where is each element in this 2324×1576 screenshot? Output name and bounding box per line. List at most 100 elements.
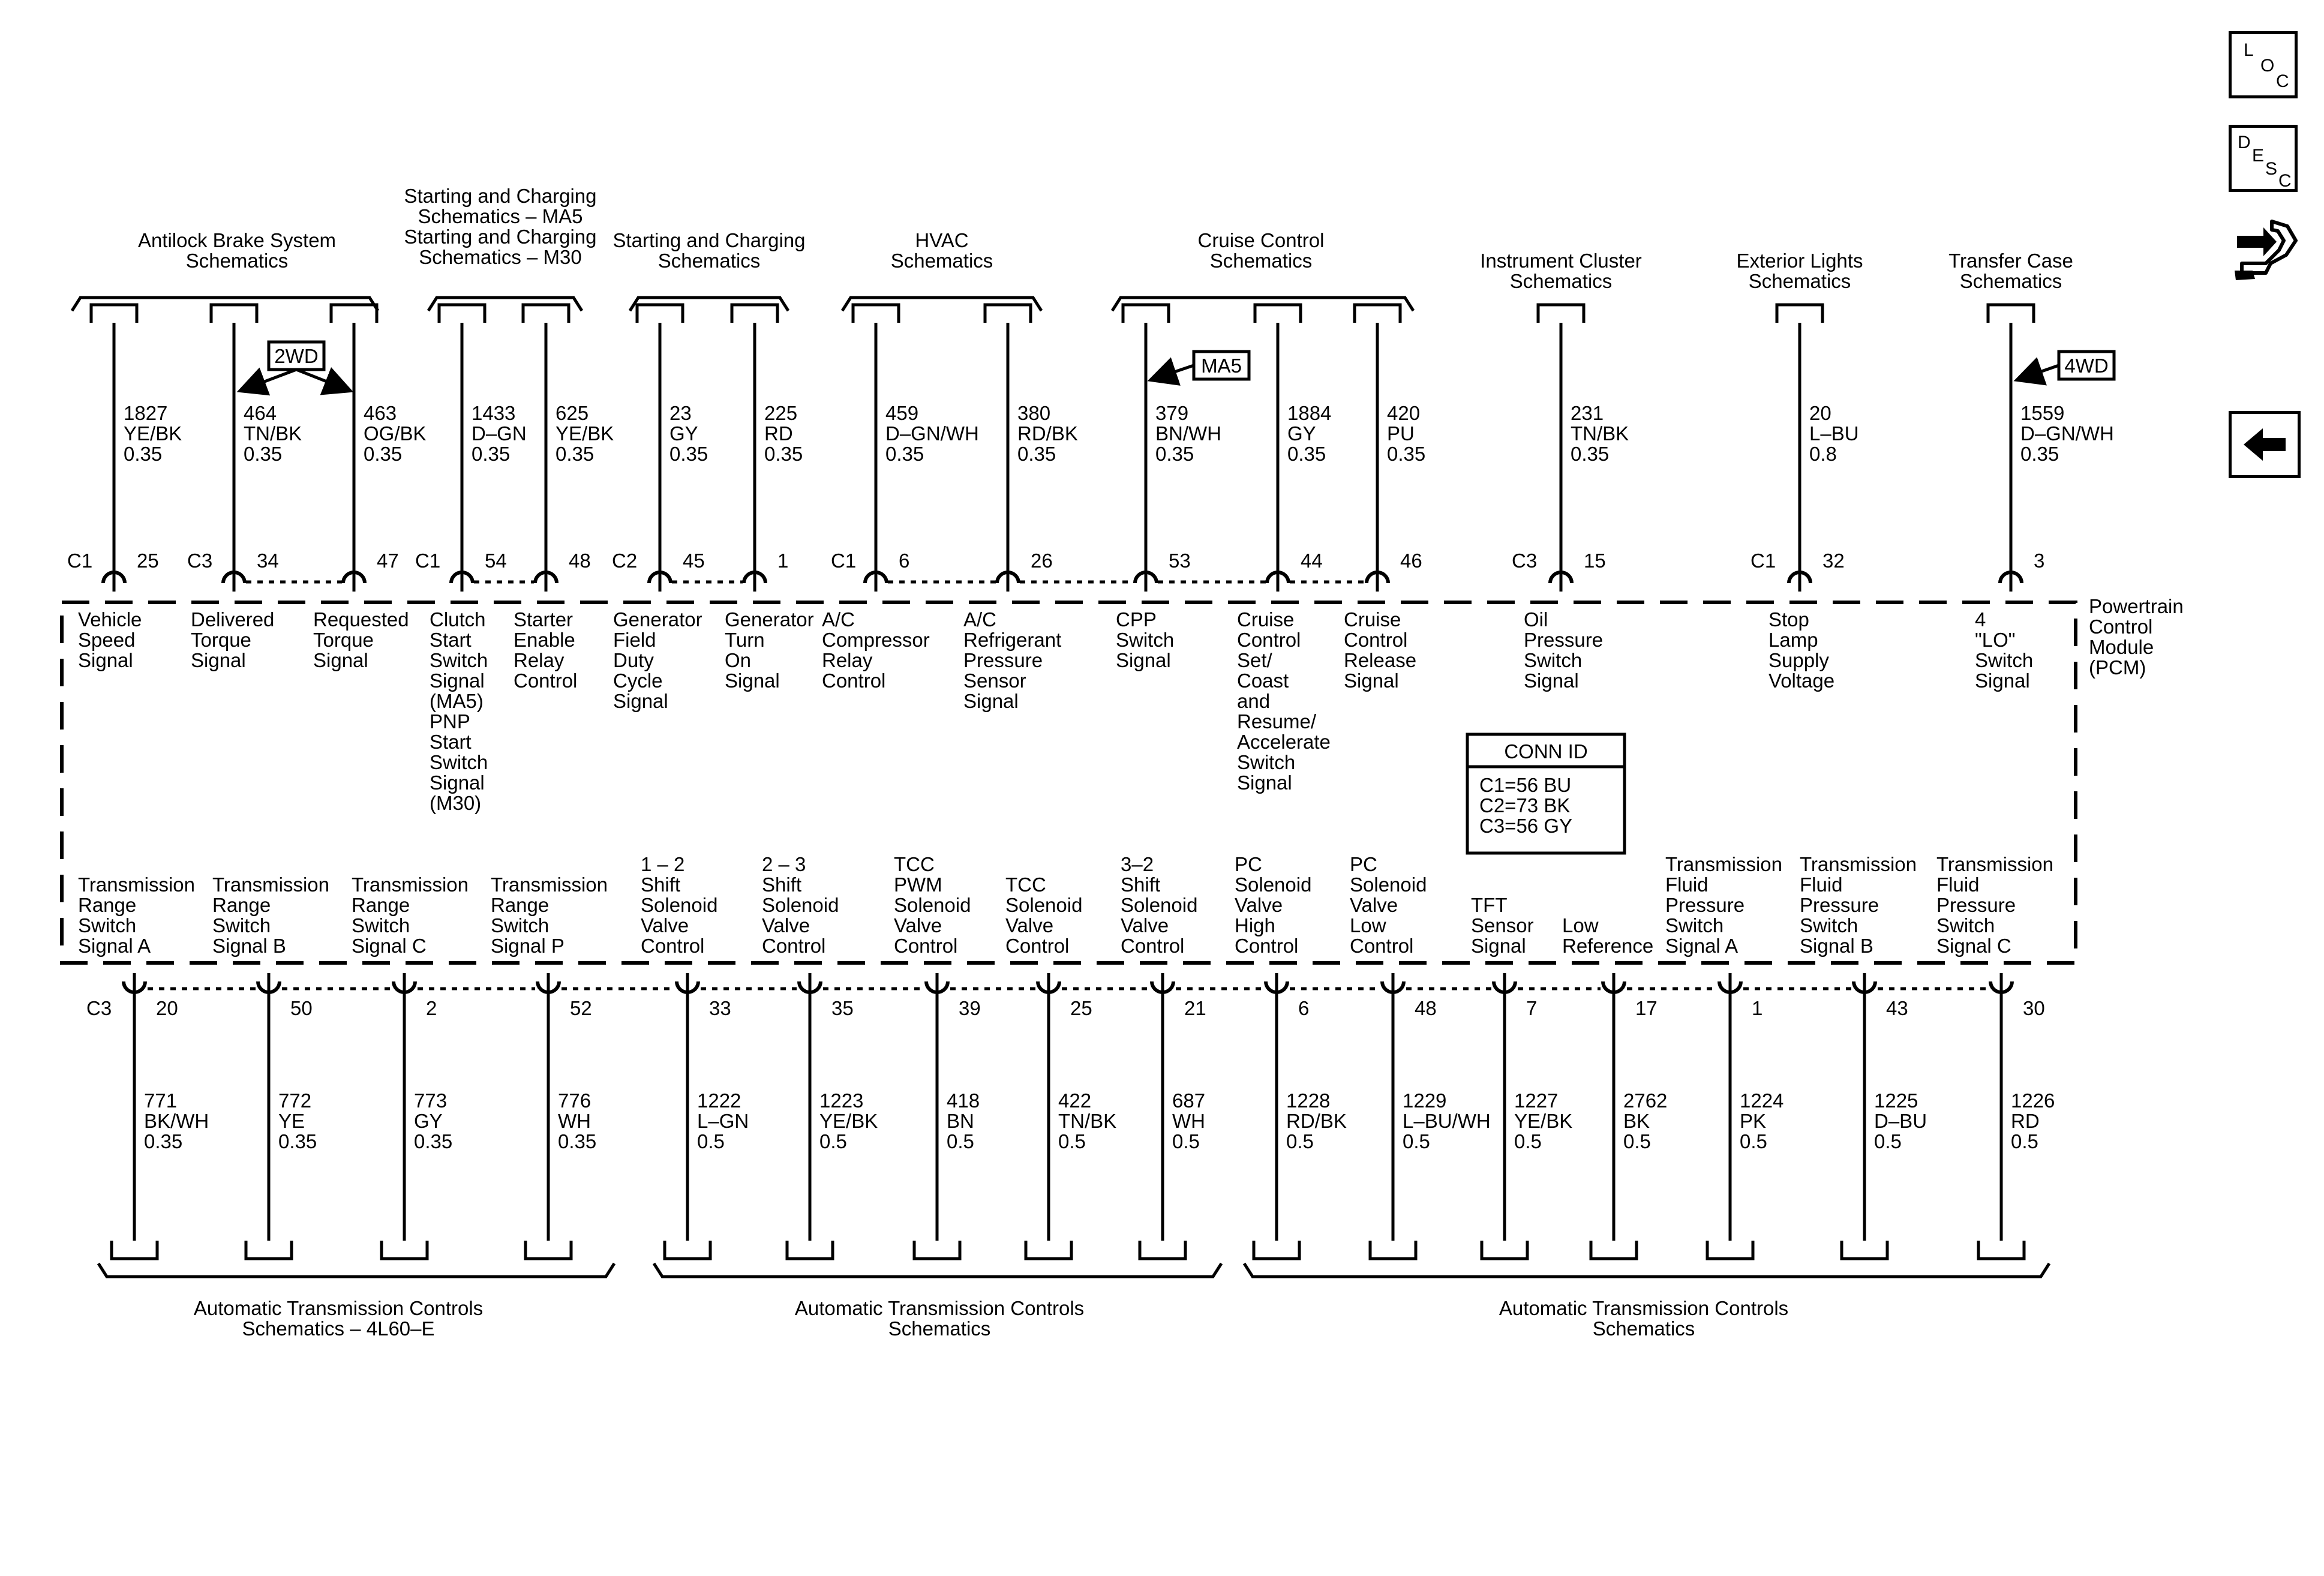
- wire-label: 0.5: [1172, 1130, 1200, 1152]
- wire-terminal: [1536, 303, 1586, 323]
- wire-label: 1229: [1403, 1089, 1446, 1112]
- pcm-signal-label: Clutch: [430, 608, 486, 631]
- pcm-signal-label: Solenoid: [762, 894, 839, 916]
- option-tag-box: [267, 340, 326, 371]
- wire-terminal: [1775, 303, 1824, 323]
- pcm-signal-label: Signal: [430, 772, 485, 794]
- wire-label: 1223: [819, 1089, 863, 1112]
- wire-label: 771: [144, 1089, 177, 1112]
- group-brace: [1110, 296, 1415, 312]
- pcm-signal-label: Pressure: [963, 649, 1043, 671]
- pcm-signal-label: Control: [822, 670, 885, 692]
- wire-label: 0.35: [1017, 443, 1056, 465]
- wire-terminal: [983, 303, 1032, 323]
- pin-number: 35: [831, 997, 854, 1019]
- wire-terminal: [1253, 303, 1302, 323]
- wire-terminal: [851, 303, 900, 323]
- connector-socket: [101, 571, 127, 584]
- wire-label: 0.5: [1623, 1130, 1651, 1152]
- option-arrow: [236, 367, 297, 396]
- pin-number: 30: [2023, 997, 2045, 1019]
- desc-letter-3: S: [2265, 159, 2277, 179]
- source-schematic-title: Schematics: [1749, 270, 1851, 292]
- wire-terminal: [1368, 1241, 1418, 1260]
- wire-label: 463: [364, 402, 397, 424]
- pcm-signal-label: Enable: [514, 629, 575, 651]
- desc-letter-4: C: [2278, 171, 2292, 189]
- wire-label: RD/BK: [1286, 1110, 1347, 1132]
- pcm-signal-label: Control: [894, 935, 957, 957]
- pcm-signal-label: Low: [1350, 914, 1386, 936]
- pcm-signal-label: Turn: [725, 629, 765, 651]
- pcm-signal-label: Range: [491, 894, 549, 916]
- pcm-signal-label: Generator: [725, 608, 814, 631]
- pcm-signal-label: Control: [1350, 935, 1413, 957]
- wire-label: 0.35: [669, 443, 708, 465]
- wire-terminal: [524, 1241, 573, 1260]
- wire-label: 772: [278, 1089, 311, 1112]
- pcm-signal-label: PWM: [894, 873, 942, 896]
- pcm-signal-label: Range: [212, 894, 271, 916]
- pcm-signal-label: Pressure: [1524, 629, 1603, 651]
- pcm-signal-label: Coast: [1237, 670, 1289, 692]
- pcm-signal-label: Control: [1237, 629, 1301, 651]
- pcm-signal-label: Solenoid: [1121, 894, 1197, 916]
- pcm-signal-label: Transmission: [352, 873, 469, 896]
- wire-label: 687: [1172, 1089, 1205, 1112]
- pcm-signal-label: Pressure: [1800, 894, 1879, 916]
- pcm-signal-label: Signal B: [212, 935, 286, 957]
- wire-label: 0.5: [819, 1130, 847, 1152]
- wire-label: 0.5: [697, 1130, 725, 1152]
- wire-label: BN: [947, 1110, 974, 1132]
- back-button[interactable]: [2229, 411, 2301, 478]
- wire-terminal: [209, 303, 259, 323]
- wire-label: 420: [1387, 402, 1420, 424]
- connector-socket: [533, 571, 559, 584]
- wire-label: TN/BK: [1571, 422, 1629, 445]
- wire-terminal: [663, 1241, 712, 1260]
- pcm-signal-label: Signal B: [1800, 935, 1873, 957]
- pin-number: 47: [377, 550, 399, 572]
- wire-label: RD: [764, 422, 793, 445]
- destination-schematic-title: Automatic Transmission Controls: [1499, 1297, 1788, 1319]
- loc-button[interactable]: L O C: [2229, 31, 2298, 98]
- connector-socket: [647, 571, 672, 584]
- wire-terminal: [437, 303, 487, 323]
- wire-label: WH: [1172, 1110, 1205, 1132]
- wire-label: GY: [1287, 422, 1316, 445]
- loc-icon: L O C: [2244, 40, 2289, 91]
- pin-number: 44: [1301, 550, 1323, 572]
- pcm-signal-label: Pressure: [1665, 894, 1744, 916]
- connector-socket: [221, 571, 247, 584]
- wire-label: YE/BK: [819, 1110, 878, 1132]
- pin-number: 52: [570, 997, 592, 1019]
- wire-label: BK/WH: [144, 1110, 209, 1132]
- pcm-signal-label: Valve: [1350, 894, 1398, 916]
- pcm-signal-label: Control: [514, 670, 577, 692]
- component-test-button[interactable]: [2229, 213, 2301, 291]
- connector-id: C1: [67, 550, 92, 572]
- pin-number: 3: [2034, 550, 2044, 572]
- desc-button[interactable]: D E S C: [2229, 125, 2298, 192]
- wire-label: 1225: [1874, 1089, 1918, 1112]
- pin-number: 6: [1298, 997, 1309, 1019]
- pcm-signal-label: On: [725, 649, 751, 671]
- wire-label: OG/BK: [364, 422, 427, 445]
- pcm-signal-label: Sensor: [963, 670, 1026, 692]
- pcm-signal-label: TCC: [1005, 873, 1046, 896]
- pcm-signal-label: Control: [1005, 935, 1069, 957]
- connector-socket: [863, 571, 888, 584]
- wire-label: 418: [947, 1089, 980, 1112]
- wire-label: 1227: [1514, 1089, 1558, 1112]
- wire-terminal: [521, 303, 571, 323]
- wire-label: 1433: [472, 402, 515, 424]
- source-schematic-title: Starting and Charging: [404, 185, 596, 207]
- wire-label: 0.35: [364, 443, 402, 465]
- wire-label: WH: [558, 1110, 591, 1132]
- wire-label: BN/WH: [1155, 422, 1221, 445]
- wire-label: 23: [669, 402, 692, 424]
- wire-terminal: [1138, 1241, 1187, 1260]
- pcm-signal-label: Range: [78, 894, 136, 916]
- pcm-signal-label: Relay: [514, 649, 565, 671]
